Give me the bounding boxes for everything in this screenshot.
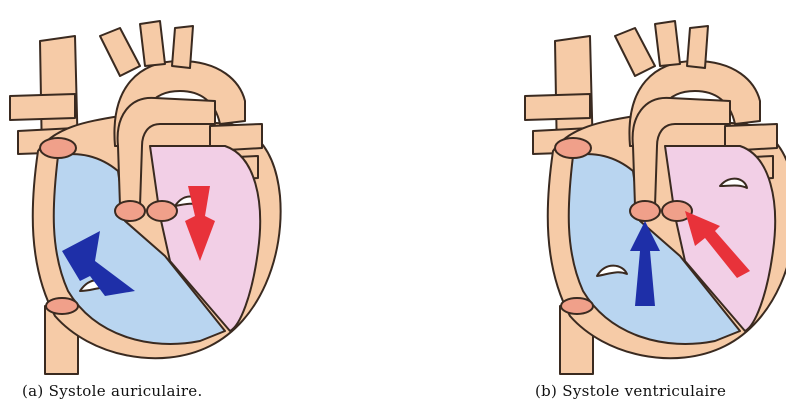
- valve-ring-ivc: [46, 298, 78, 314]
- aortic-branch-3: [172, 26, 193, 68]
- caption-b: (b) Systole ventriculaire: [535, 382, 726, 400]
- valve-ring-pulmonary: [115, 201, 145, 221]
- aortic-branch-2: [140, 21, 165, 66]
- valve-ring-svc: [555, 138, 591, 158]
- heart-diagram-ventricular-systole: [515, 6, 786, 376]
- pulmonary-vein-left-1: [525, 94, 590, 120]
- aortic-branch-1: [100, 28, 140, 76]
- diagram-panel-b: (b) Systole ventriculaire: [515, 0, 786, 412]
- heart-diagram-atrial-systole: [0, 6, 300, 376]
- valve-ring-aortic: [147, 201, 177, 221]
- aortic-branch-2: [655, 21, 680, 66]
- aortic-branch-3: [687, 26, 708, 68]
- pulmonary-vein-left-1: [10, 94, 75, 120]
- valve-ring-ivc: [561, 298, 593, 314]
- diagram-panel-a: (a) Systole auriculaire.: [0, 0, 300, 412]
- valve-ring-pulmonary: [630, 201, 660, 221]
- valve-ring-svc: [40, 138, 76, 158]
- caption-a: (a) Systole auriculaire.: [22, 382, 203, 400]
- aortic-branch-1: [615, 28, 655, 76]
